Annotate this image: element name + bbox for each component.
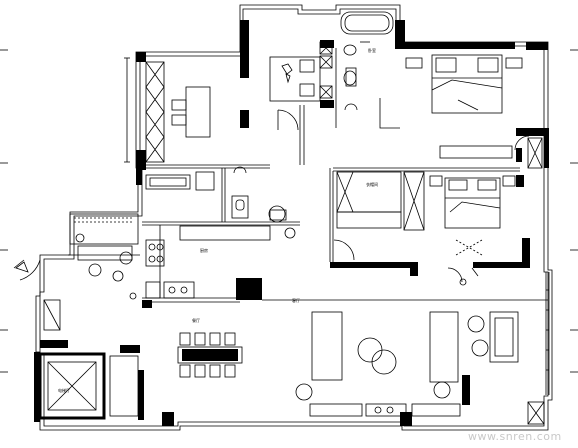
room-labels: 卧室 餐厅 厨房 电梯厅 衣帽间 客厅: [58, 47, 378, 393]
living-label: 客厅: [292, 297, 300, 303]
entrance: [13, 213, 139, 331]
closet-and-bedroom: [333, 171, 516, 261]
solid-walls: [34, 20, 549, 426]
dimension-ticks: [0, 49, 578, 373]
wardrobe-label: 衣帽间: [366, 181, 378, 187]
elevator-hall: [38, 352, 139, 420]
outer-wall-outline: [35, 4, 553, 431]
master-bathroom: [340, 11, 394, 111]
master-bedroom-right: [405, 54, 543, 169]
kitchen-label: 厨房: [200, 247, 208, 253]
elevator-label: 电梯厅: [58, 387, 70, 393]
kitchen: [145, 166, 296, 299]
dining-area: [177, 332, 243, 378]
watermark: www.snren.com: [468, 430, 562, 443]
interior-walls: [68, 48, 548, 303]
living-room: [295, 267, 550, 425]
dining-table-fill: [182, 349, 238, 361]
bedroom-label: 卧室: [368, 47, 376, 53]
dining-label: 餐厅: [192, 317, 200, 323]
master-bedroom: [269, 41, 333, 131]
study-room: [145, 61, 211, 163]
